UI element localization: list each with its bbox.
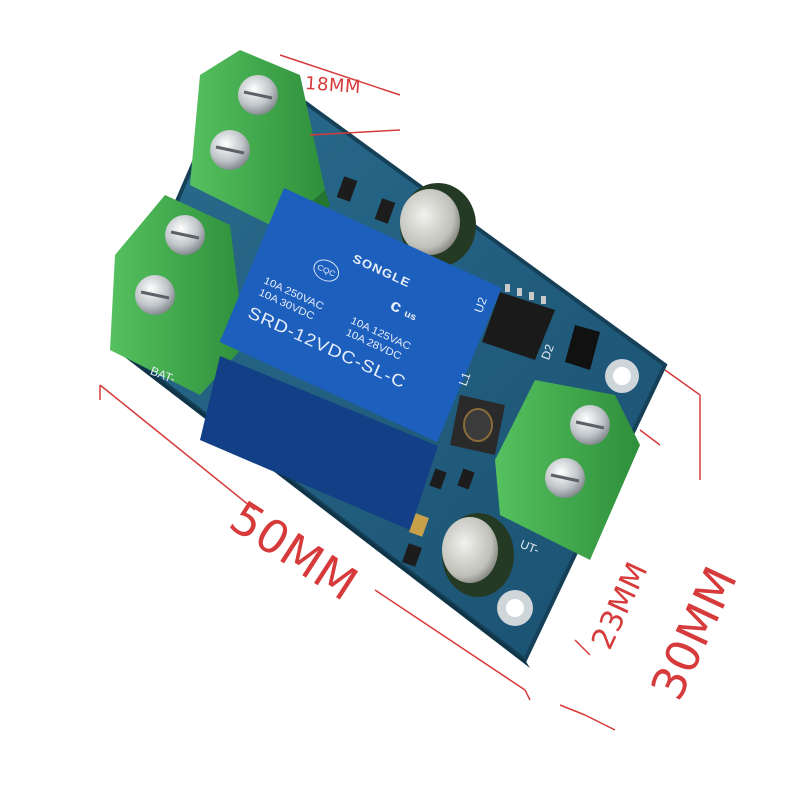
terminal-block-output (495, 380, 640, 560)
dimension-18mm: 18MM (304, 73, 362, 98)
mounting-hole-bottom (497, 590, 533, 626)
relay-side (200, 356, 438, 530)
ul-mark: c us (387, 295, 418, 324)
smd-components (336, 176, 475, 567)
relay-brand: SONGLE (350, 251, 413, 290)
ic-chip (482, 284, 555, 360)
diode (565, 325, 600, 370)
inductor (450, 395, 505, 455)
capacitor-top (400, 183, 476, 267)
terminal-block-battery (110, 195, 245, 395)
capacitor-bottom (442, 513, 514, 597)
cqc-mark: CQC (310, 255, 343, 286)
dimension-lines (99, 54, 701, 731)
terminal-block-input (190, 50, 330, 245)
mounting-hole-right (605, 359, 639, 393)
